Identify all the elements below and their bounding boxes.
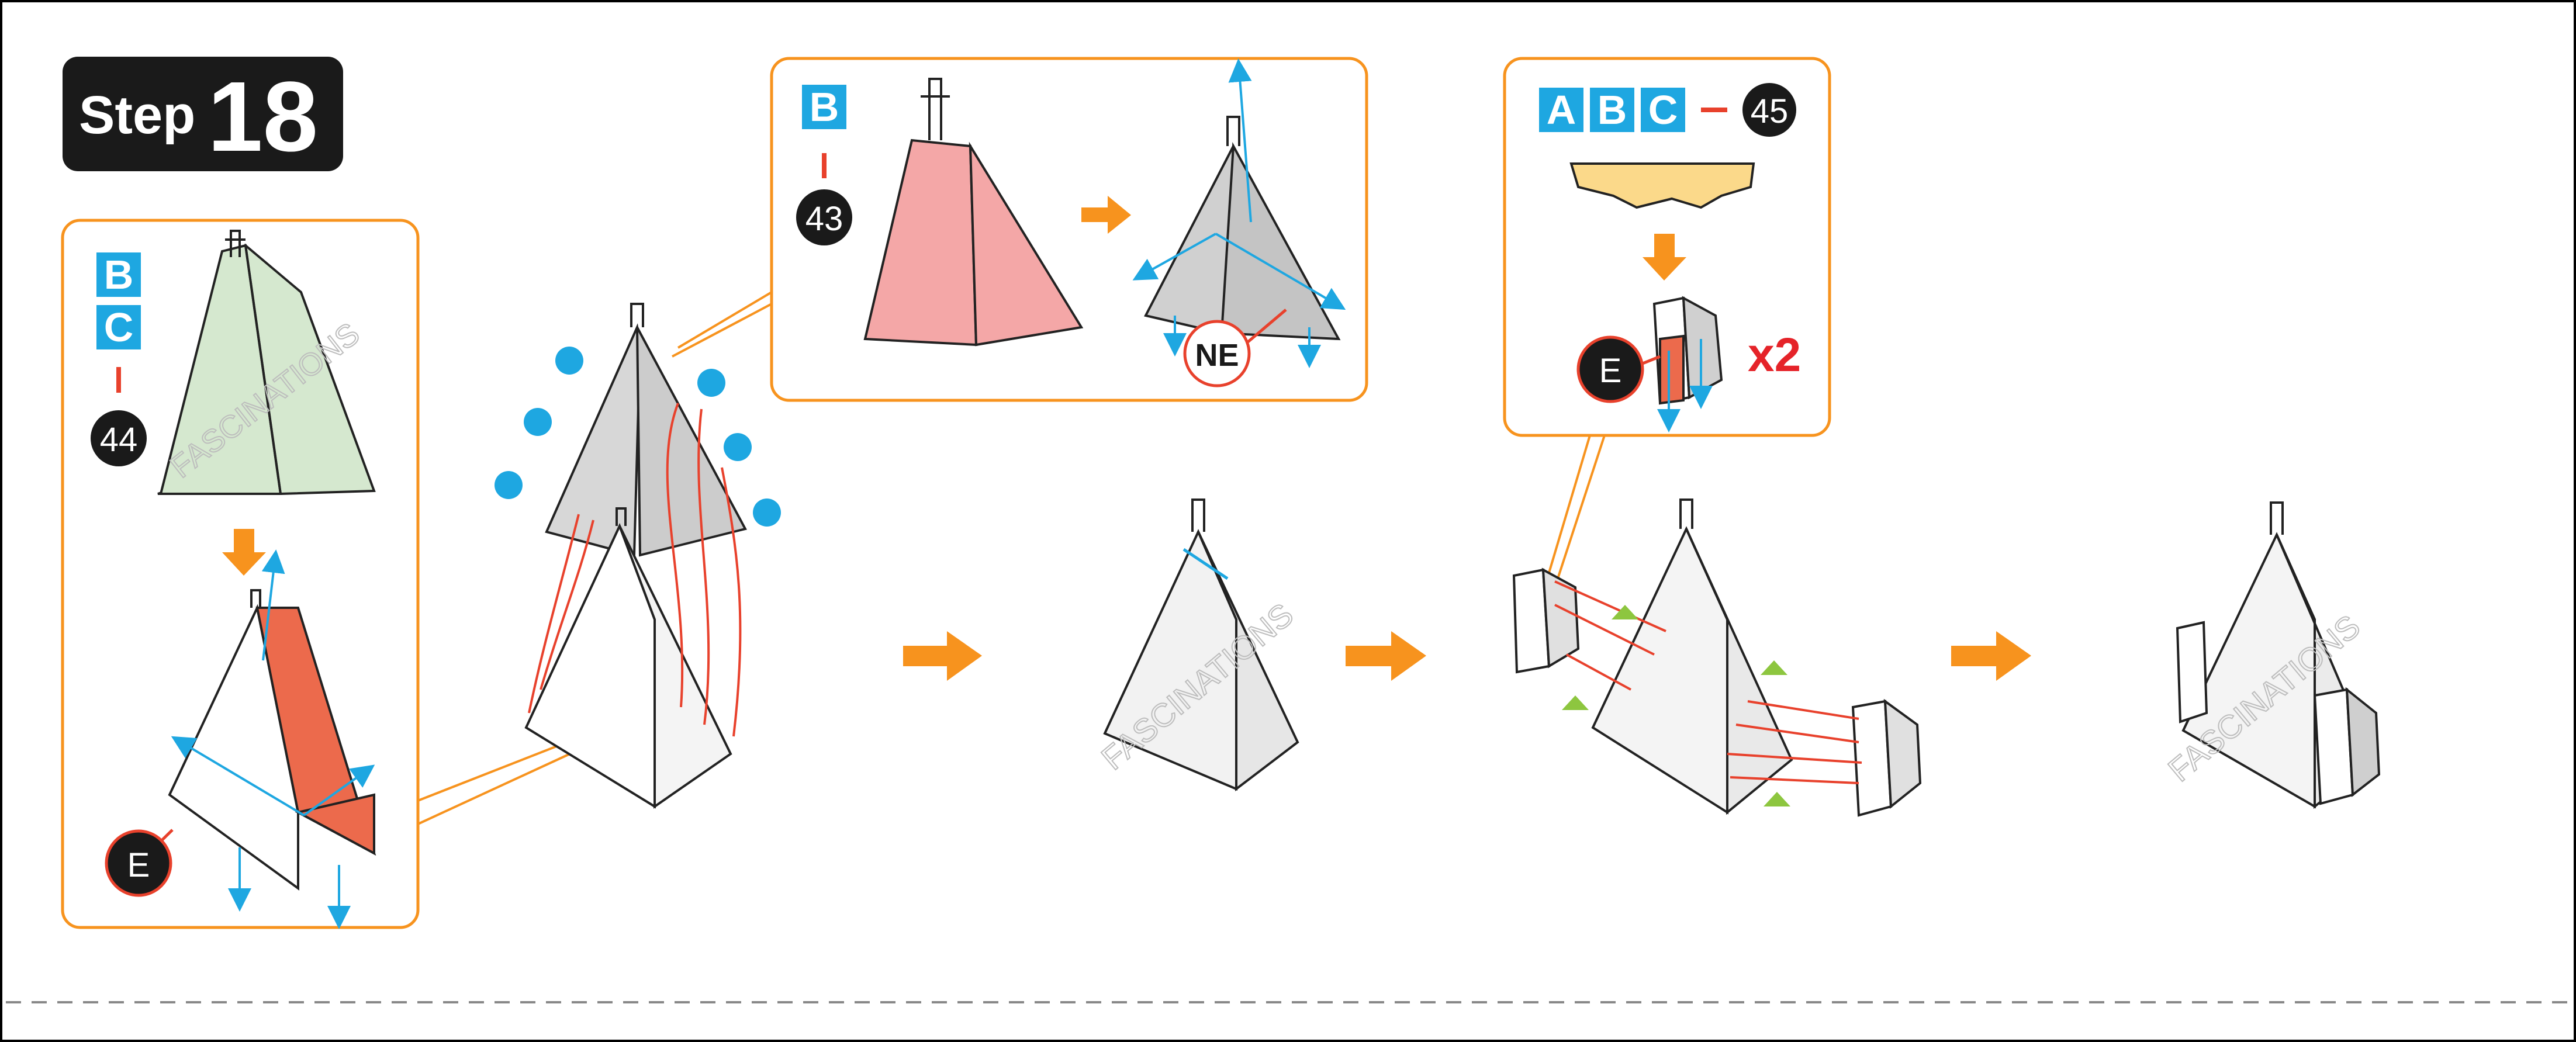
next-arrow-icon <box>903 631 982 681</box>
down-arrow-icon <box>1643 234 1686 281</box>
small-wall-part <box>1652 296 1723 405</box>
part-number-badge-icon: NE <box>1183 320 1251 387</box>
alignment-triangle-icon <box>1562 605 1790 806</box>
pink-roof-part <box>863 78 1084 347</box>
direction-arrow-icon <box>261 549 285 661</box>
direction-arrow-icon <box>171 736 305 816</box>
assembled-roof-part <box>168 589 376 891</box>
svg-text:A: A <box>1547 87 1576 133</box>
yellow-part <box>1569 162 1755 209</box>
part-number-badge-icon: 43 <box>796 189 852 245</box>
direction-arrow-icon <box>303 764 375 816</box>
svg-text:E: E <box>1599 352 1622 390</box>
step-header: Step 18 <box>63 57 343 172</box>
tab-letter-icon: B <box>96 252 141 297</box>
final-model <box>2176 501 2381 809</box>
part-number-badge-icon: 44 <box>91 410 147 466</box>
rotation-dot-icon <box>495 347 781 527</box>
step-word: Step <box>79 85 195 145</box>
step-badge <box>63 57 343 171</box>
svg-text:E: E <box>127 846 150 884</box>
down-arrow-icon <box>222 529 266 576</box>
tab-letter-icon: A <box>1539 87 1583 133</box>
svg-text:B: B <box>1598 87 1627 133</box>
tab-letter-icon: B <box>802 84 846 130</box>
alignment-arrows <box>1554 580 1862 784</box>
part-number-badge-icon: E <box>1576 335 1644 403</box>
exploded-model <box>495 303 781 809</box>
step-number: 18 <box>208 61 318 172</box>
assembled-roof-model <box>1103 499 1299 792</box>
direction-arrow-icon <box>1132 233 1216 281</box>
green-roof-part <box>157 230 376 495</box>
callout-panel-1: B C 44 FASCINATIONS <box>61 219 420 929</box>
svg-text:C: C <box>104 304 134 350</box>
next-arrow-icon <box>1346 631 1426 681</box>
svg-text:B: B <box>810 84 839 130</box>
tab-letter-icon: C <box>1641 87 1685 133</box>
svg-text:NE: NE <box>1195 338 1239 373</box>
next-arrow-icon <box>1951 631 2031 681</box>
tab-letter-icon: C <box>96 304 141 350</box>
part-number-badge-icon: 45 <box>1742 83 1796 137</box>
svg-text:45: 45 <box>1751 92 1789 130</box>
callout-panel-2: B 43 NE <box>770 57 1368 402</box>
svg-text:43: 43 <box>805 200 843 238</box>
svg-text:44: 44 <box>100 421 138 459</box>
tab-letter-icon: B <box>1590 87 1634 133</box>
gray-roof-part <box>1144 116 1341 341</box>
direction-arrow-icon <box>1228 58 1252 223</box>
svg-text:C: C <box>1648 87 1678 133</box>
multiplier-label: x2 <box>1748 328 1801 382</box>
callout-panel-3: A B C 45 E x2 <box>1503 57 1831 437</box>
part-number-badge-icon: E <box>105 829 172 897</box>
right-arrow-icon <box>1081 196 1131 234</box>
direction-arrow-icon <box>1215 233 1346 310</box>
wall-attach-model <box>1512 499 1922 817</box>
svg-text:B: B <box>104 252 134 297</box>
